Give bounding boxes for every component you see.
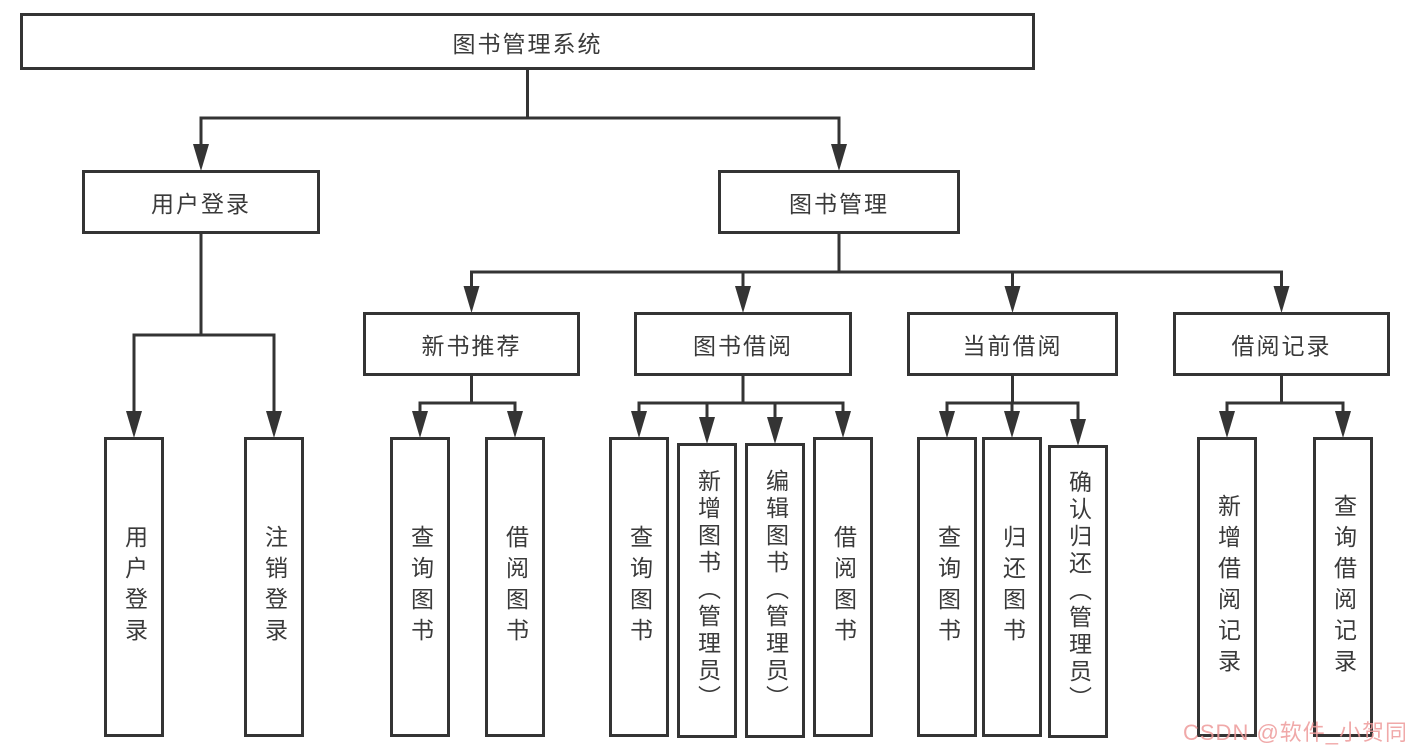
node-label-nbr-borrow-books: 借阅图书 [502, 525, 529, 649]
arrowhead-br-add-record [1219, 411, 1235, 438]
node-br-query-record: 查询借阅记录 [1313, 437, 1373, 737]
node-br-add-record: 新增借阅记录 [1197, 437, 1257, 737]
node-label-bb-add-books: 新增图书（管理员） [694, 469, 721, 712]
node-user-login: 用户登录 [82, 170, 320, 234]
arrowhead-cb-query-books [939, 411, 955, 438]
node-nbr-borrow-books: 借阅图书 [485, 437, 545, 737]
node-label-current-borrowing: 当前借阅 [962, 333, 1063, 359]
node-user-login-leaf: 用户登录 [104, 437, 164, 737]
arrowhead-nbr-query-books [412, 411, 428, 438]
arrowhead-user-login-leaf [126, 411, 142, 438]
arrowhead-bb-add-books [699, 417, 715, 444]
node-logout-leaf: 注销登录 [244, 437, 304, 737]
arrowhead-current-borrowing [1004, 286, 1021, 313]
node-label-cb-return-books: 归还图书 [999, 525, 1026, 649]
node-label-new-book-recommend: 新书推荐 [421, 333, 522, 359]
node-cb-return-books: 归还图书 [982, 437, 1042, 737]
node-new-book-recommend: 新书推荐 [363, 312, 580, 376]
node-current-borrowing: 当前借阅 [907, 312, 1118, 376]
arrowhead-book-management [831, 144, 847, 171]
arrowhead-bb-borrow-books [835, 411, 851, 438]
arrowhead-bb-edit-books [767, 417, 783, 444]
node-label-nbr-query-books: 查询图书 [407, 525, 434, 649]
node-label-cb-confirm-return: 确认归还（管理员） [1065, 470, 1092, 713]
arrowhead-nbr-borrow-books [507, 411, 523, 438]
node-label-root: 图书管理系统 [452, 30, 603, 57]
node-bb-query-books: 查询图书 [609, 437, 669, 737]
node-label-bb-query-books: 查询图书 [626, 525, 653, 649]
arrowhead-borrowing-records [1273, 286, 1290, 313]
node-label-logout-leaf: 注销登录 [261, 525, 288, 649]
node-label-borrowing-records: 借阅记录 [1231, 333, 1332, 359]
node-label-user-login: 用户登录 [151, 191, 251, 217]
node-label-br-query-record: 查询借阅记录 [1330, 494, 1357, 680]
arrowhead-cb-return-books [1004, 411, 1020, 438]
node-nbr-query-books: 查询图书 [390, 437, 450, 737]
node-cb-query-books: 查询图书 [917, 437, 977, 737]
node-label-bb-edit-books: 编辑图书（管理员） [762, 469, 789, 712]
arrowhead-cb-confirm-return [1070, 419, 1086, 446]
arrowhead-bb-query-books [631, 411, 647, 438]
node-bb-edit-books: 编辑图书（管理员） [745, 443, 805, 738]
arrowhead-br-query-record [1335, 411, 1351, 438]
node-label-book-management: 图书管理 [789, 191, 889, 217]
node-label-br-add-record: 新增借阅记录 [1214, 494, 1241, 680]
arrowhead-logout-leaf [266, 411, 282, 438]
node-root: 图书管理系统 [20, 13, 1035, 70]
node-bb-add-books: 新增图书（管理员） [677, 443, 737, 738]
node-cb-confirm-return: 确认归还（管理员） [1048, 445, 1108, 738]
arrowhead-new-book-recommend [463, 286, 480, 313]
arrowhead-user-login [193, 144, 209, 171]
node-borrowing-records: 借阅记录 [1173, 312, 1390, 376]
node-bb-borrow-books: 借阅图书 [813, 437, 873, 737]
node-label-user-login-leaf: 用户登录 [121, 525, 148, 649]
node-book-management: 图书管理 [718, 170, 960, 234]
node-label-book-borrowing: 图书借阅 [693, 333, 793, 359]
arrowhead-book-borrowing [735, 286, 751, 313]
csdn-watermark: CSDN @软件_小贺同学 [1183, 720, 1405, 745]
node-book-borrowing: 图书借阅 [634, 312, 852, 376]
node-label-bb-borrow-books: 借阅图书 [830, 525, 857, 649]
node-label-cb-query-books: 查询图书 [934, 525, 961, 649]
